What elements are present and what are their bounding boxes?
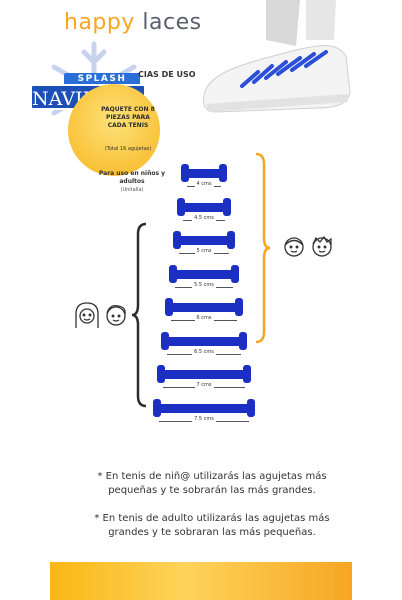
lace-length-label: 4 cms [194, 181, 214, 187]
lace-cap [157, 365, 165, 383]
lace-bar [165, 336, 243, 346]
lace-bar [185, 169, 223, 178]
bracket-orange [255, 152, 271, 344]
lace-length-label: 6.5 cms [192, 348, 216, 355]
lace-cap [247, 398, 255, 417]
lace-7: 7 cms [157, 365, 251, 395]
lace-cap [243, 365, 251, 383]
lace-bar [157, 403, 251, 413]
lace-bar [181, 202, 227, 212]
lace-5: 6 cms [165, 298, 243, 328]
lace-cap [219, 164, 227, 182]
footnote-kids: * En tenis de niñ@ utilizarás las agujet… [97, 471, 327, 496]
lace-1: 4 cms [181, 164, 227, 194]
lace-cap [169, 264, 177, 283]
pack-subtext: (Total 16 agujetas) [104, 146, 152, 152]
lace-length-label: 5.5 cms [192, 281, 216, 288]
brand-part2: laces [142, 10, 202, 35]
lace-cap [177, 197, 185, 216]
lace-cap [161, 331, 169, 350]
lace-cap [165, 298, 173, 316]
usage-text: Para uso en niños y adultos [98, 170, 166, 185]
adults-faces-icon [75, 302, 126, 328]
brand-logo: happy laces [64, 10, 202, 35]
lace-6: 6.5 cms [161, 331, 247, 362]
lace-length-label: 4.5 cms [192, 214, 216, 221]
lace-3: 5 cms [173, 231, 235, 261]
lace-bar [173, 269, 235, 279]
lace-cap [235, 298, 243, 316]
lace-bar [161, 370, 247, 379]
lace-8: 7.5 cms [153, 398, 255, 429]
pack-text: PAQUETE CON 8 PIEZAS PARA CADA TENIS [101, 106, 155, 129]
bracket-dark [131, 222, 147, 408]
lace-length-label: 7.5 cms [192, 415, 216, 422]
badge-splash-label: SPLASH [64, 73, 140, 85]
lace-cap [181, 164, 189, 182]
lace-length-label: 6 cms [194, 315, 214, 321]
sneaker-image [203, 0, 351, 113]
heading-fragment: CIAS DE USO [138, 70, 196, 79]
lace-2: 4.5 cms [177, 197, 231, 228]
lace-length-label: 5 cms [194, 248, 214, 254]
pack-circle [68, 84, 160, 176]
brand-part1: happy [64, 10, 135, 35]
lace-cap [227, 231, 235, 249]
lace-cap [153, 398, 161, 417]
footnote-adults: * En tenis de adulto utilizarás las aguj… [94, 513, 330, 538]
usage-subtext: (Unitalla) [120, 187, 144, 193]
lace-bar [177, 236, 231, 245]
bottom-band [50, 562, 352, 600]
lace-bar [169, 303, 239, 312]
lace-4: 5.5 cms [169, 264, 239, 295]
lace-cap [173, 231, 181, 249]
lace-length-label: 7 cms [194, 382, 214, 388]
lace-cap [223, 197, 231, 216]
lace-cap [239, 331, 247, 350]
kids-faces-icon [284, 235, 332, 257]
lace-cap [231, 264, 239, 283]
